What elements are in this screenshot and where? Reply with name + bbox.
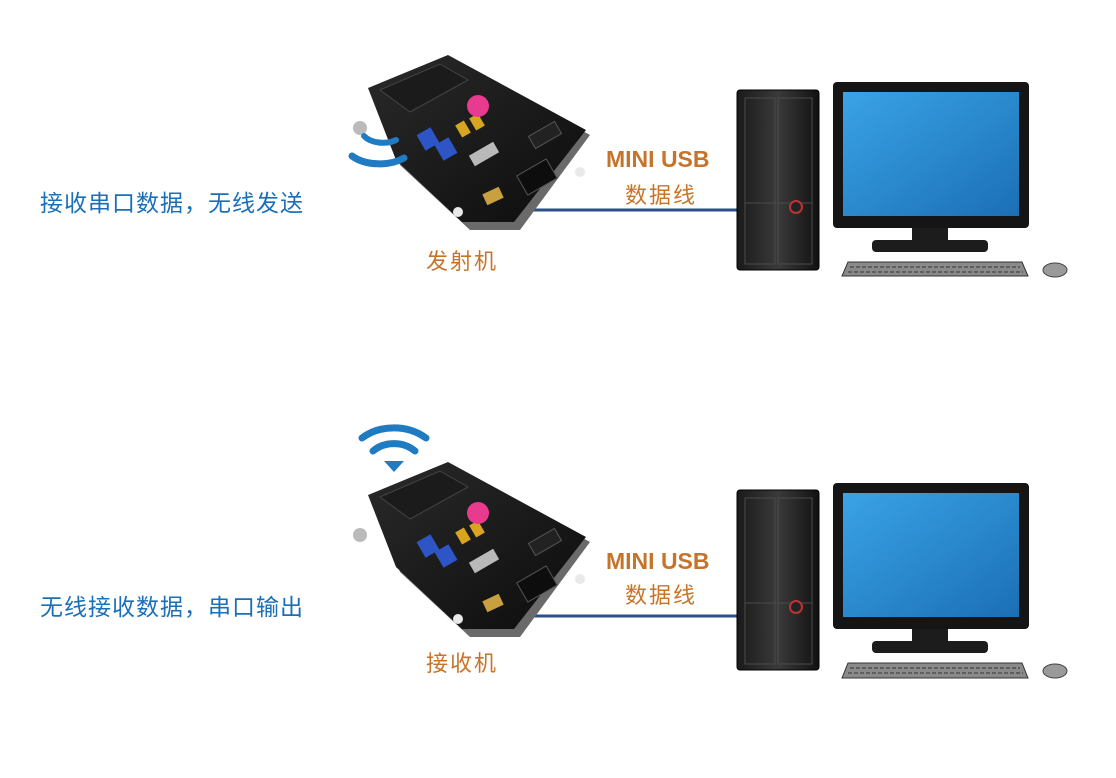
receiver-label: 接收机 [426,652,499,677]
keyboard [841,662,1029,679]
computer-tower [736,89,820,271]
transmitter-board [353,55,590,230]
monitor [833,82,1029,252]
wireless-emit-icon [348,133,408,168]
mouse [1042,663,1068,679]
cable-subtitle: 数据线 [625,584,698,609]
monitor [833,483,1029,653]
wifi-icon [358,424,430,472]
receiver-description: 无线接收数据，串口输出 [40,595,304,621]
computer-tower [736,489,820,671]
transmitter-label: 发射机 [426,250,499,275]
cable-subtitle: 数据线 [625,184,698,209]
transmitter-description: 接收串口数据，无线发送 [40,191,304,217]
cable-title: MINI USB [606,548,710,574]
mouse [1042,262,1068,278]
keyboard [841,261,1029,277]
receiver-board [353,462,590,637]
cable-title: MINI USB [606,146,710,172]
